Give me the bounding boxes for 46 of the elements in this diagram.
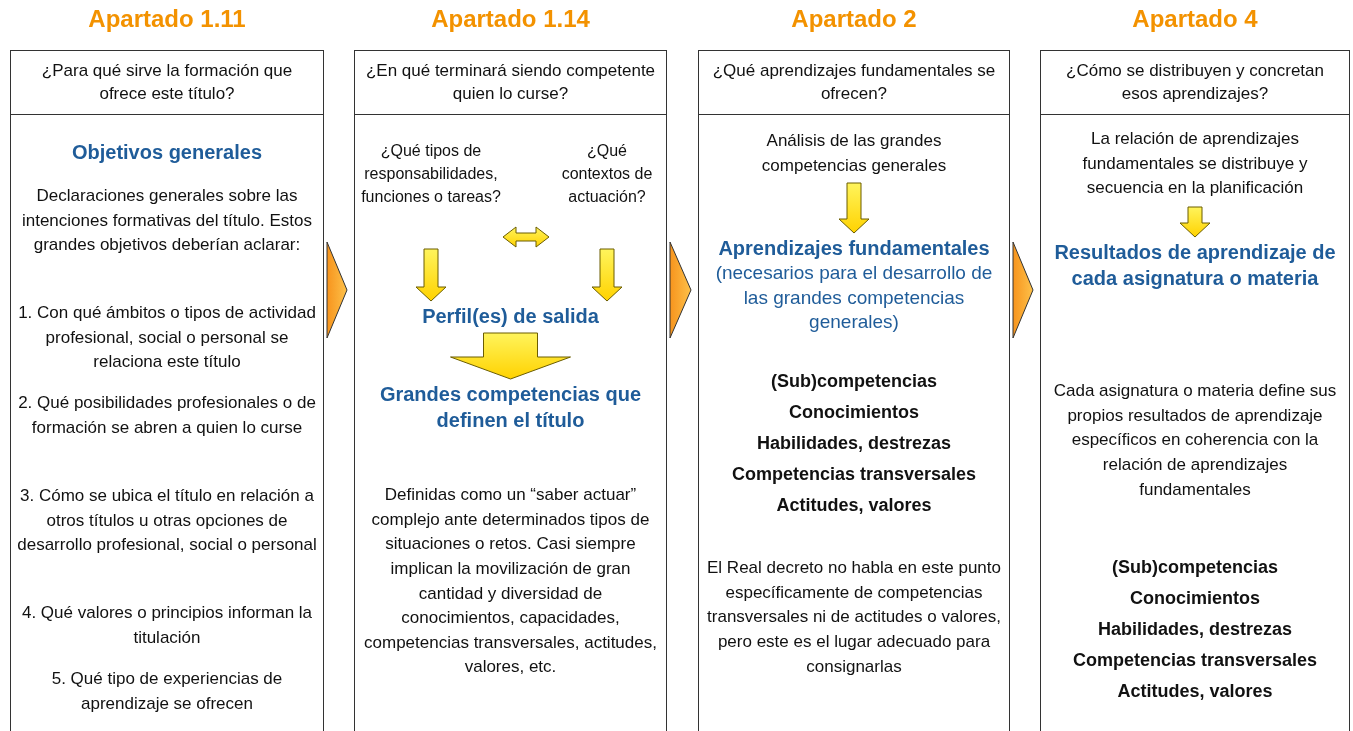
chevron-arrow <box>669 241 692 339</box>
body-text: Declaraciones generales sobre las intenciones formativas del título. Estos grandes objetivos deberían aclarar: <box>20 185 314 257</box>
body-text: 5. Qué tipo de experiencias de aprendizaje se ofrecen <box>50 668 284 715</box>
section-heading: Apartado 1.11 <box>87 5 247 33</box>
body-text: Cada asignatura o materia define sus propios resultados de aprendizaje específicos en coherencia con la relación de aprendizajes fundamentales <box>1052 380 1338 501</box>
list-item: Competencias transversales <box>1071 650 1319 671</box>
double-arrow <box>502 226 550 248</box>
body-text: Análisis de las grandes competencias generales <box>719 129 989 181</box>
body-text: Definidas como un “saber actuar” complejo ante determinados tipos de situaciones o retos. Casi siempre implican la movilización de gran cantidad y diversidad de conocimientos, capacidades, competencias transversales, actitudes, valores, etc. <box>363 484 658 679</box>
list-item: Habilidades, destrezas <box>1096 619 1294 640</box>
section-heading: Apartado 4 <box>1131 5 1259 33</box>
body-text: El Real decreto no habla en este punto específicamente de competencias transversales ni de actitudes o valores, pero este es el lugar adecuado para consignarlas <box>706 557 1002 678</box>
question-header: ¿Cómo se distribuyen y concretan esos aprendizajes? <box>1041 51 1349 115</box>
block-arrow <box>838 182 870 234</box>
list-item: (Sub)competencias <box>769 371 938 392</box>
chevron-arrow <box>326 241 348 339</box>
section-title: Resultados de aprendizaje de cada asignatura o materia <box>1051 239 1339 319</box>
list-item: Competencias transversales <box>730 464 978 485</box>
section-title: Grandes competencias que definen el título <box>375 381 646 437</box>
question-header: ¿En qué terminará siendo competente quien lo curse? <box>355 51 666 115</box>
block-arrow <box>415 248 447 302</box>
section-title: Aprendizajes fundamentales <box>717 236 991 261</box>
section-title: Perfil(es) de salida <box>385 303 636 331</box>
list-item: Conocimientos <box>1129 588 1261 609</box>
question-text: ¿Qué contextos de actuación? <box>551 139 663 247</box>
section-heading: Apartado 1.14 <box>430 5 591 33</box>
body-text: 4. Qué valores o principios informan la titulación <box>20 602 314 649</box>
list-item: (Sub)competencias <box>1110 557 1279 578</box>
block-arrow <box>591 248 623 302</box>
body-text: La relación de aprendizajes fundamentales se distribuye y secuencia en la planificación <box>1047 127 1343 205</box>
list-item: Conocimientos <box>788 402 920 423</box>
body-text: 1. Con qué ámbitos o tipos de actividad profesional, social o personal se relaciona este título <box>17 302 317 374</box>
question-text: ¿Qué tipos de responsabilidades, funciones o tareas? <box>361 139 501 247</box>
block-arrow <box>1179 206 1211 238</box>
body-text: 3. Cómo se ubica el título en relación a otros títulos u otras opciones de desarrollo profesional, social o personal <box>17 485 317 557</box>
question-header: ¿Para qué sirve la formación que ofrece este título? <box>11 51 323 115</box>
list-item: Actitudes, valores <box>775 495 933 516</box>
body-text: 2. Qué posibilidades profesionales o de formación se abren a quien lo curse <box>17 392 317 439</box>
list-item: Actitudes, valores <box>1116 681 1274 702</box>
chevron-arrow <box>1012 241 1034 339</box>
subtitle-text: (necesarios para el desarrollo de las grandes competencias generales) <box>714 261 994 335</box>
question-header: ¿Qué aprendizajes fundamentales se ofrecen? <box>699 51 1009 115</box>
list-item: Habilidades, destrezas <box>755 433 953 454</box>
section-heading: Apartado 2 <box>790 5 918 33</box>
section-title: Objetivos generales <box>70 140 264 165</box>
block-arrow <box>450 332 571 380</box>
